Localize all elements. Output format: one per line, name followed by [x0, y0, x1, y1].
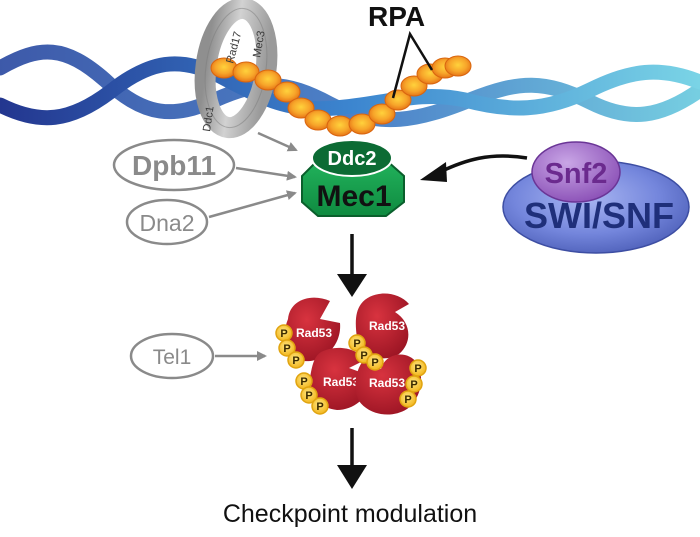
ddc2-cap [311, 139, 393, 177]
phosphate-label: P [292, 355, 299, 367]
rpa-label: RPA [368, 1, 425, 32]
phosphate-circle: P [311, 397, 329, 415]
dna2-label: Dna2 [140, 210, 195, 236]
rpa-bead [232, 61, 260, 83]
rpa-bead [287, 97, 315, 119]
phosphate-circle: P [278, 339, 296, 357]
rpa-bead [384, 89, 412, 111]
phosphate-circle: P [366, 353, 384, 371]
rad53-kinase: Rad53 [355, 293, 409, 359]
snf2-to-mec1-arrow [420, 154, 528, 182]
rad53-label: Rad53 [296, 326, 332, 340]
mec1-label: Mec1 [316, 180, 391, 213]
rpa-bead [273, 81, 301, 103]
dna-double-helix [0, 44, 700, 128]
phosphate-label: P [305, 390, 312, 402]
rad53-label: Rad53 [369, 319, 405, 333]
rpa-bead [254, 69, 282, 91]
phosphate-circle: P [300, 386, 318, 404]
dpb11-node: Dpb11 [112, 138, 236, 192]
checkpoint-modulation-label: Checkpoint modulation [222, 500, 478, 528]
ring-label-mec3: Mec3 [251, 30, 267, 59]
ring-label-rad17: Rad17 [224, 30, 244, 64]
phosphate-label: P [404, 394, 411, 406]
ring-label-ddc1: Ddc1 [201, 105, 216, 132]
rad53-cluster: Rad53 Rad53 Rad53 Rad53 [284, 293, 422, 415]
rad53-label: Rad53 [369, 376, 405, 390]
phosphate-circle: P [405, 375, 423, 393]
phosphate-label: P [414, 363, 421, 375]
phosphate-circle: P [287, 351, 305, 369]
phosphate-label: P [280, 328, 287, 340]
phosphate-label: P [353, 338, 360, 350]
phosphate-label: P [371, 357, 378, 369]
phosphate-label: P [300, 376, 307, 388]
phosphate-label: P [360, 350, 367, 362]
phosphate-circle: P [399, 390, 417, 408]
mec1-to-rad53-arrow [337, 234, 367, 297]
snf2-label: Snf2 [545, 158, 608, 190]
phosphate-label: P [283, 343, 290, 355]
rpa-chain [210, 55, 472, 137]
mec1-ddc2-complex: Ddc2 Mec1 [301, 139, 405, 217]
dna-strand-front [0, 56, 700, 126]
rpa-bead [348, 113, 376, 135]
rpa-bead [368, 103, 396, 125]
rpa-bead [444, 55, 472, 77]
tel1-node: Tel1 [129, 332, 215, 380]
ddc2-label: Ddc2 [328, 148, 377, 170]
phosphate-circle: P [275, 324, 293, 342]
swi-snf-label: SWI/SNF [524, 195, 674, 236]
dpb11-label: Dpb11 [132, 150, 216, 181]
rpa-pointer-lines [391, 30, 434, 99]
swi-snf-complex: SWI/SNF Snf2 [502, 141, 690, 254]
rad53-to-outcome-arrow [337, 428, 367, 489]
rad53-kinase: Rad53 [310, 347, 371, 410]
snf2-body [531, 141, 621, 203]
rad53-kinase: Rad53 [284, 297, 341, 362]
mec1-octagon [301, 159, 405, 217]
dna2-node: Dna2 [125, 198, 209, 246]
activator-arrows [208, 131, 298, 219]
rad53-label: Rad53 [323, 375, 359, 389]
phosphate-circle: P [409, 359, 427, 377]
phosphate-label: P [316, 401, 323, 413]
tel1-label: Tel1 [153, 346, 192, 369]
phosphate-label: P [410, 379, 417, 391]
